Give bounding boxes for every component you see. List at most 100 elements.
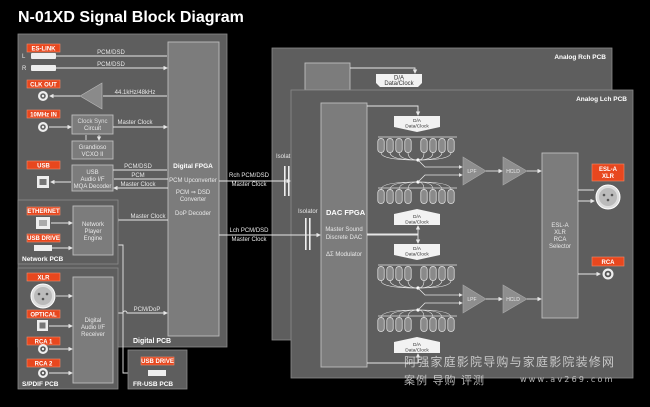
fr-usb-pcb-label: FR-USB PCB	[133, 381, 173, 388]
signal-label: Master Clock	[120, 182, 156, 188]
fpga-line: DoP Decoder	[175, 211, 211, 217]
clock-sync-circuit-block	[71, 114, 114, 135]
lpf-label: LPF	[467, 297, 476, 303]
analog-rch-pcb-label: Analog Rch PCB	[554, 54, 606, 61]
clk-out-jack-icon	[38, 91, 48, 101]
rch-isolator-icon	[284, 166, 286, 196]
lch-isolator-icon	[305, 218, 307, 250]
dac-fpga-line: Discrete DAC	[326, 235, 363, 241]
rch-link-label: Master Clock	[231, 182, 267, 188]
usb-b-port-icon	[37, 176, 49, 188]
network-player-engine-block	[72, 205, 114, 256]
rca2-label: RCA 2	[35, 362, 53, 368]
rca2-jack-icon	[38, 368, 48, 378]
signal-label: 44.1kHz/48kHz	[115, 90, 156, 96]
xlr-output-connector-icon	[595, 184, 621, 210]
rca-output-connector-icon	[602, 268, 614, 280]
es-link-label: ES-LINK	[32, 47, 57, 53]
digital-audio-receiver-block	[72, 276, 114, 384]
optical-label: OPTICAL	[30, 313, 57, 319]
page-title: N-01XD Signal Block Diagram	[18, 9, 244, 26]
selector-line: RCA	[554, 237, 567, 243]
analog-lch-pcb: Analog Lch PCB DAC FPGA Master Sound Dis…	[290, 89, 634, 379]
selector-line: ESL-A	[551, 223, 568, 229]
analog-lch-pcb-label: Analog Lch PCB	[576, 96, 627, 103]
lch-isolator-label: Isolator	[298, 209, 318, 215]
da-sublabel: Data/Clock	[405, 252, 429, 258]
esl-a-xlr-label-badge	[591, 163, 625, 182]
block-text: Audio I/F	[80, 177, 104, 183]
dac-fpga-block	[320, 102, 368, 368]
hcld-amp-icon	[502, 156, 528, 186]
spdif-pcb-label: S/PDIF PCB	[22, 381, 59, 388]
digital-fpga-block	[167, 41, 220, 337]
grandioso-vcxo-block	[71, 140, 114, 160]
rch-isolator-label: Isolat	[276, 154, 291, 160]
da-data-clock-block	[394, 209, 440, 225]
lch-link-label: Lch PCM/DSD	[229, 228, 269, 234]
da-sublabel: Data/Clock	[405, 220, 429, 226]
spdif-pcb: S/PDIF PCB XLR OPTICAL RCA 1 RCA 2 Digit…	[17, 267, 119, 390]
signal-label: PCM/DoP	[134, 307, 161, 313]
clk-out-label: CLK OUT	[30, 83, 57, 89]
hcld-label: HCLD	[506, 169, 520, 175]
fr-usb-a-port-icon	[148, 370, 166, 376]
da-data-clock-block	[394, 244, 440, 260]
lpf-label: LPF	[467, 169, 476, 175]
fpga-line: PCM Upconverter	[169, 178, 217, 184]
es-link-l-connector-icon	[31, 53, 56, 59]
digital-to-analog-links: Rch PCM/DSD Master Clock Isolat Lch PCM/…	[219, 154, 321, 250]
block-text: MQA Decoder	[74, 184, 112, 190]
da-label: D/A	[413, 118, 422, 124]
watermark-line: 案例 导购 评测	[404, 373, 485, 387]
usb-drive-label: USB DRIVE	[27, 236, 60, 242]
da-sublabel: Data/Clock	[405, 348, 429, 354]
selector-line: XLR	[554, 230, 566, 236]
10mhz-in-jack-icon	[38, 122, 48, 132]
fr-usb-pcb: USB DRIVE FR-USB PCB	[127, 349, 188, 390]
rch-da-block	[376, 74, 422, 87]
digital-fpga-title: Digital FPGA	[173, 163, 213, 170]
signal-label: PCM/DSD	[97, 50, 125, 56]
fr-usb-drive-label: USB DRIVE	[141, 359, 174, 365]
esl-a-xlr-label: XLR	[602, 174, 615, 180]
dac-fpga-line: Master Sound	[325, 227, 362, 233]
lch-link-label: Master Clock	[231, 237, 267, 243]
watermark: 阿强家庭影院导购与家庭影院装修网 案例 导购 评测 www.av269.com	[404, 354, 614, 387]
da-label: D/A	[413, 246, 422, 252]
block-text: Network	[82, 222, 105, 228]
da-sublabel: Data/Clock	[405, 124, 429, 130]
block-text: Digital	[85, 318, 102, 324]
rca-output-label: RCA	[602, 260, 616, 266]
block-text: Clock Sync	[77, 119, 107, 125]
usb-audio-mqa-decoder-block	[71, 164, 114, 192]
10mhz-in-label: 10MHz IN	[30, 113, 57, 119]
esl-a-xlr-label: ESL-A	[599, 167, 618, 173]
resistor-ladder-icon	[377, 308, 457, 332]
block-text: Circuit	[84, 126, 101, 132]
lpf-filter-icon	[462, 156, 487, 186]
signal-label: Master Clock	[117, 120, 153, 126]
block-text: Engine	[84, 236, 103, 242]
hcld-amp-icon	[502, 284, 528, 314]
block-text: Player	[84, 229, 101, 235]
usb-label: USB	[37, 164, 50, 170]
signal-label: PCM	[131, 173, 144, 179]
block-text: Receiver	[81, 332, 105, 338]
da-label: D/A	[413, 342, 422, 348]
dac-fpga-line: ΔΣ Modulator	[326, 252, 362, 258]
block-text: USB	[86, 170, 98, 176]
usb-a-port-icon	[34, 245, 52, 251]
optical-port-icon	[37, 320, 48, 331]
es-link-l-label: L	[22, 54, 26, 60]
signal-label: Master Clock	[130, 214, 166, 220]
block-text: Audio I/F	[81, 325, 105, 331]
fpga-line: Converter	[180, 197, 206, 203]
rch-da-sublabel: Data/Clock	[384, 81, 414, 87]
digital-pcb-label: Digital PCB	[133, 338, 171, 345]
network-pcb-label: Network PCB	[22, 256, 63, 263]
da-data-clock-block	[394, 116, 440, 132]
resistor-ladder-icon	[377, 136, 457, 162]
signal-label: PCM/DSD	[124, 164, 152, 170]
